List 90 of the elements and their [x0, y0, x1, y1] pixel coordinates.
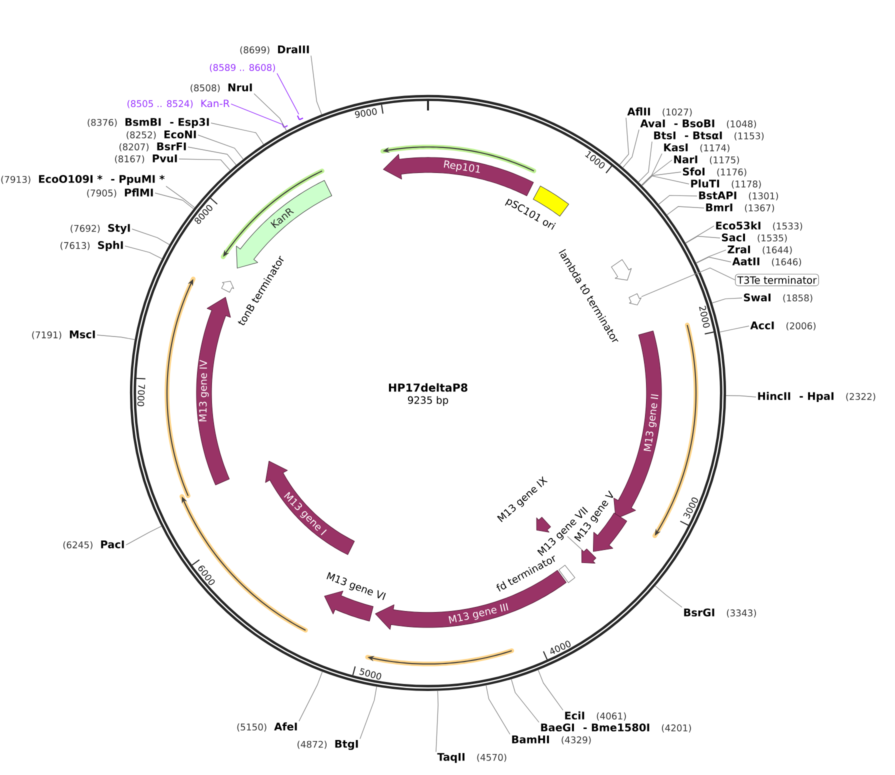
- site-label: (7191) MscI: [32, 330, 95, 340]
- leader-line: [124, 246, 162, 260]
- leader-line: [210, 122, 264, 145]
- scale-label: 7000: [137, 384, 145, 406]
- site-label: (7913) EcoO109I * - PpuMI *: [1, 175, 165, 185]
- leader-line: [360, 686, 378, 740]
- leader-line: [696, 250, 726, 264]
- feature-callout: T3Te terminator: [735, 274, 819, 286]
- leader-line: [642, 176, 690, 186]
- site-label: SfoI (1176): [682, 167, 746, 177]
- site-label: Eco53kI (1533): [716, 221, 802, 231]
- site-label: SwaI (1858): [744, 293, 812, 302]
- site-label: AatII (1646): [732, 258, 802, 266]
- site-label: KasI (1174): [664, 144, 730, 152]
- leader-line: [666, 206, 704, 216]
- plasmid-length: 9235 bp: [408, 396, 448, 406]
- leader-line: [254, 93, 287, 132]
- site-label: (8699) DraIII: [240, 46, 309, 54]
- site-label: (6245) PacI: [63, 540, 124, 550]
- site-label: HincII - HpaI (2322): [758, 392, 876, 402]
- site-label: (8252) EcoNI: [126, 130, 196, 140]
- site-label: BamHI (4329): [512, 736, 591, 744]
- leader-line: [178, 158, 230, 171]
- scale-label: 4000: [550, 640, 571, 654]
- site-label: BtsI - BtsαI (1153): [654, 132, 764, 140]
- leader-line: [166, 186, 195, 208]
- site-label: NarI (1175): [674, 156, 739, 164]
- leader-line: [510, 678, 540, 723]
- plasmid-name: HP17deltaP8: [388, 383, 468, 392]
- leader-line: [685, 236, 720, 244]
- leader-line: [622, 129, 640, 168]
- leader-line: [685, 226, 714, 244]
- leader-line: [538, 670, 564, 711]
- site-label: ZraI (1644): [728, 246, 792, 254]
- site-label: (8207) BsrFI: [119, 142, 186, 152]
- leader-line: [719, 326, 750, 332]
- site-label: (5150) AfeI: [237, 722, 297, 732]
- leader-line: [310, 55, 322, 115]
- leader-line: [619, 117, 630, 166]
- primer-mark: [281, 122, 288, 128]
- leader-line: [641, 160, 672, 186]
- site-label: AvaI - BsoBI (1048): [640, 120, 756, 128]
- scale-label: 3000: [683, 497, 698, 519]
- leader-line: [132, 228, 170, 245]
- terminator-symbol: [628, 293, 642, 306]
- site-label: BmrI (1367): [706, 204, 774, 212]
- leader-line: [641, 268, 736, 298]
- leader-line: [638, 141, 652, 182]
- gene-feature: Rep101: [383, 154, 534, 196]
- scale-label: 5000: [359, 668, 382, 680]
- leader-line: [641, 172, 682, 186]
- leader-line: [654, 585, 682, 608]
- site-label: (8508) NruI: [190, 84, 252, 92]
- leader-line: [276, 72, 300, 115]
- site-label: BstAPI (1301): [699, 192, 778, 200]
- primer-label: (8505 .. 8524) Kan-R: [128, 100, 230, 108]
- primer-label: (8589 .. 8608): [210, 64, 275, 72]
- leader-line: [230, 104, 282, 124]
- site-label: SacI (1535): [722, 233, 787, 242]
- leader-line: [298, 671, 323, 722]
- leader-line: [154, 192, 194, 210]
- site-label: BaeGI - Bme1580I (4201): [541, 723, 691, 732]
- leader-line: [126, 526, 162, 546]
- leader-line: [726, 395, 756, 398]
- primer-mark: [296, 115, 304, 120]
- scale-label: 2000: [699, 306, 710, 328]
- site-label: (8376) BsmBI - Esp3I: [88, 118, 209, 128]
- leader-line: [436, 690, 438, 752]
- site-label: (7692) StyI: [70, 224, 130, 234]
- leader-line: [198, 134, 244, 160]
- site-label: (7905) PflMI: [87, 188, 153, 198]
- site-label: (8167) PvuI: [115, 154, 177, 164]
- leader-line: [712, 298, 742, 304]
- leader-line: [96, 334, 136, 340]
- gene-feature: [581, 548, 596, 564]
- leader-line: [696, 256, 732, 264]
- site-label: TaqII (4570): [437, 753, 506, 763]
- leader-line: [188, 146, 236, 166]
- site-label: PluTI (1178): [691, 179, 761, 189]
- leader-line: [567, 536, 582, 550]
- leader-line: [658, 195, 698, 205]
- gene-feature: M13 gene IV: [196, 296, 231, 486]
- leader-line: [486, 684, 510, 735]
- site-label: BsrGI (3343): [684, 608, 756, 618]
- site-label: EciI (4061): [565, 711, 626, 721]
- site-label: AccI (2006): [750, 322, 816, 330]
- site-label: (4872) BtgI: [298, 740, 358, 750]
- site-label: AflII (1027): [627, 107, 692, 117]
- site-label: (7613) SphI: [60, 240, 123, 252]
- scale-label: 9000: [354, 108, 377, 118]
